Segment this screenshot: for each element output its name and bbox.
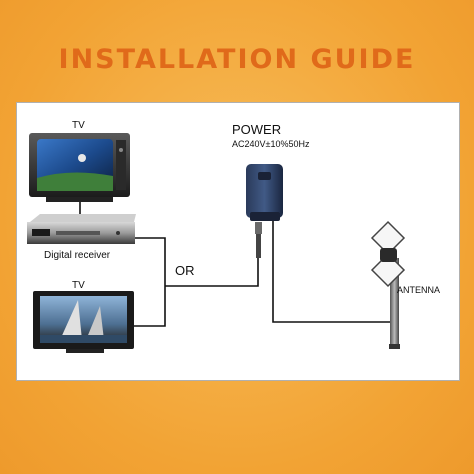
guide-title: INSTALLATION GUIDE — [58, 44, 416, 75]
antenna-foot — [389, 344, 400, 349]
flat-tv — [33, 291, 134, 353]
digital-receiver — [27, 214, 136, 244]
crt-tv — [29, 133, 130, 202]
digital-receiver-display — [32, 229, 50, 236]
flat-tv-water — [40, 335, 127, 343]
digital-receiver-top — [30, 214, 136, 222]
crt-tv-controls — [116, 140, 126, 190]
flat-tv-stand — [66, 349, 104, 353]
crt-tv-knob — [119, 148, 123, 152]
wire-junction-to-adapter — [165, 258, 259, 287]
digital-receiver-label: Digital receiver — [44, 250, 111, 261]
antenna-device — [370, 220, 406, 349]
flat-tv-sail-2 — [86, 306, 104, 340]
power-adapter-connector-2 — [256, 234, 261, 258]
digital-receiver-led — [116, 231, 120, 235]
tv-top-label: TV — [72, 120, 85, 131]
power-spec-label: AC240V±10%50Hz — [232, 139, 310, 149]
power-adapter-base — [250, 212, 280, 221]
wire-tv-to-junction — [134, 286, 166, 327]
power-adapter-connector — [255, 222, 262, 234]
flat-tv-sail — [60, 300, 82, 340]
antenna-label: ANTENNA — [397, 285, 441, 295]
power-label: POWER — [232, 122, 282, 137]
power-adapter-plug — [258, 172, 271, 180]
antenna-element-bottom — [370, 252, 406, 288]
or-label: OR — [175, 263, 195, 278]
digital-receiver-buttons — [56, 231, 100, 235]
wire-receiver-to-junction — [134, 237, 166, 286]
crt-tv-screen-scene — [37, 172, 113, 191]
crt-tv-screen-ball — [78, 154, 86, 162]
crt-tv-stand — [46, 197, 113, 202]
antenna-hub — [380, 248, 397, 262]
power-adapter-body — [246, 164, 283, 218]
tv-bottom-label: TV — [72, 280, 85, 291]
antenna-rod — [390, 258, 399, 346]
power-adapter — [246, 164, 283, 258]
